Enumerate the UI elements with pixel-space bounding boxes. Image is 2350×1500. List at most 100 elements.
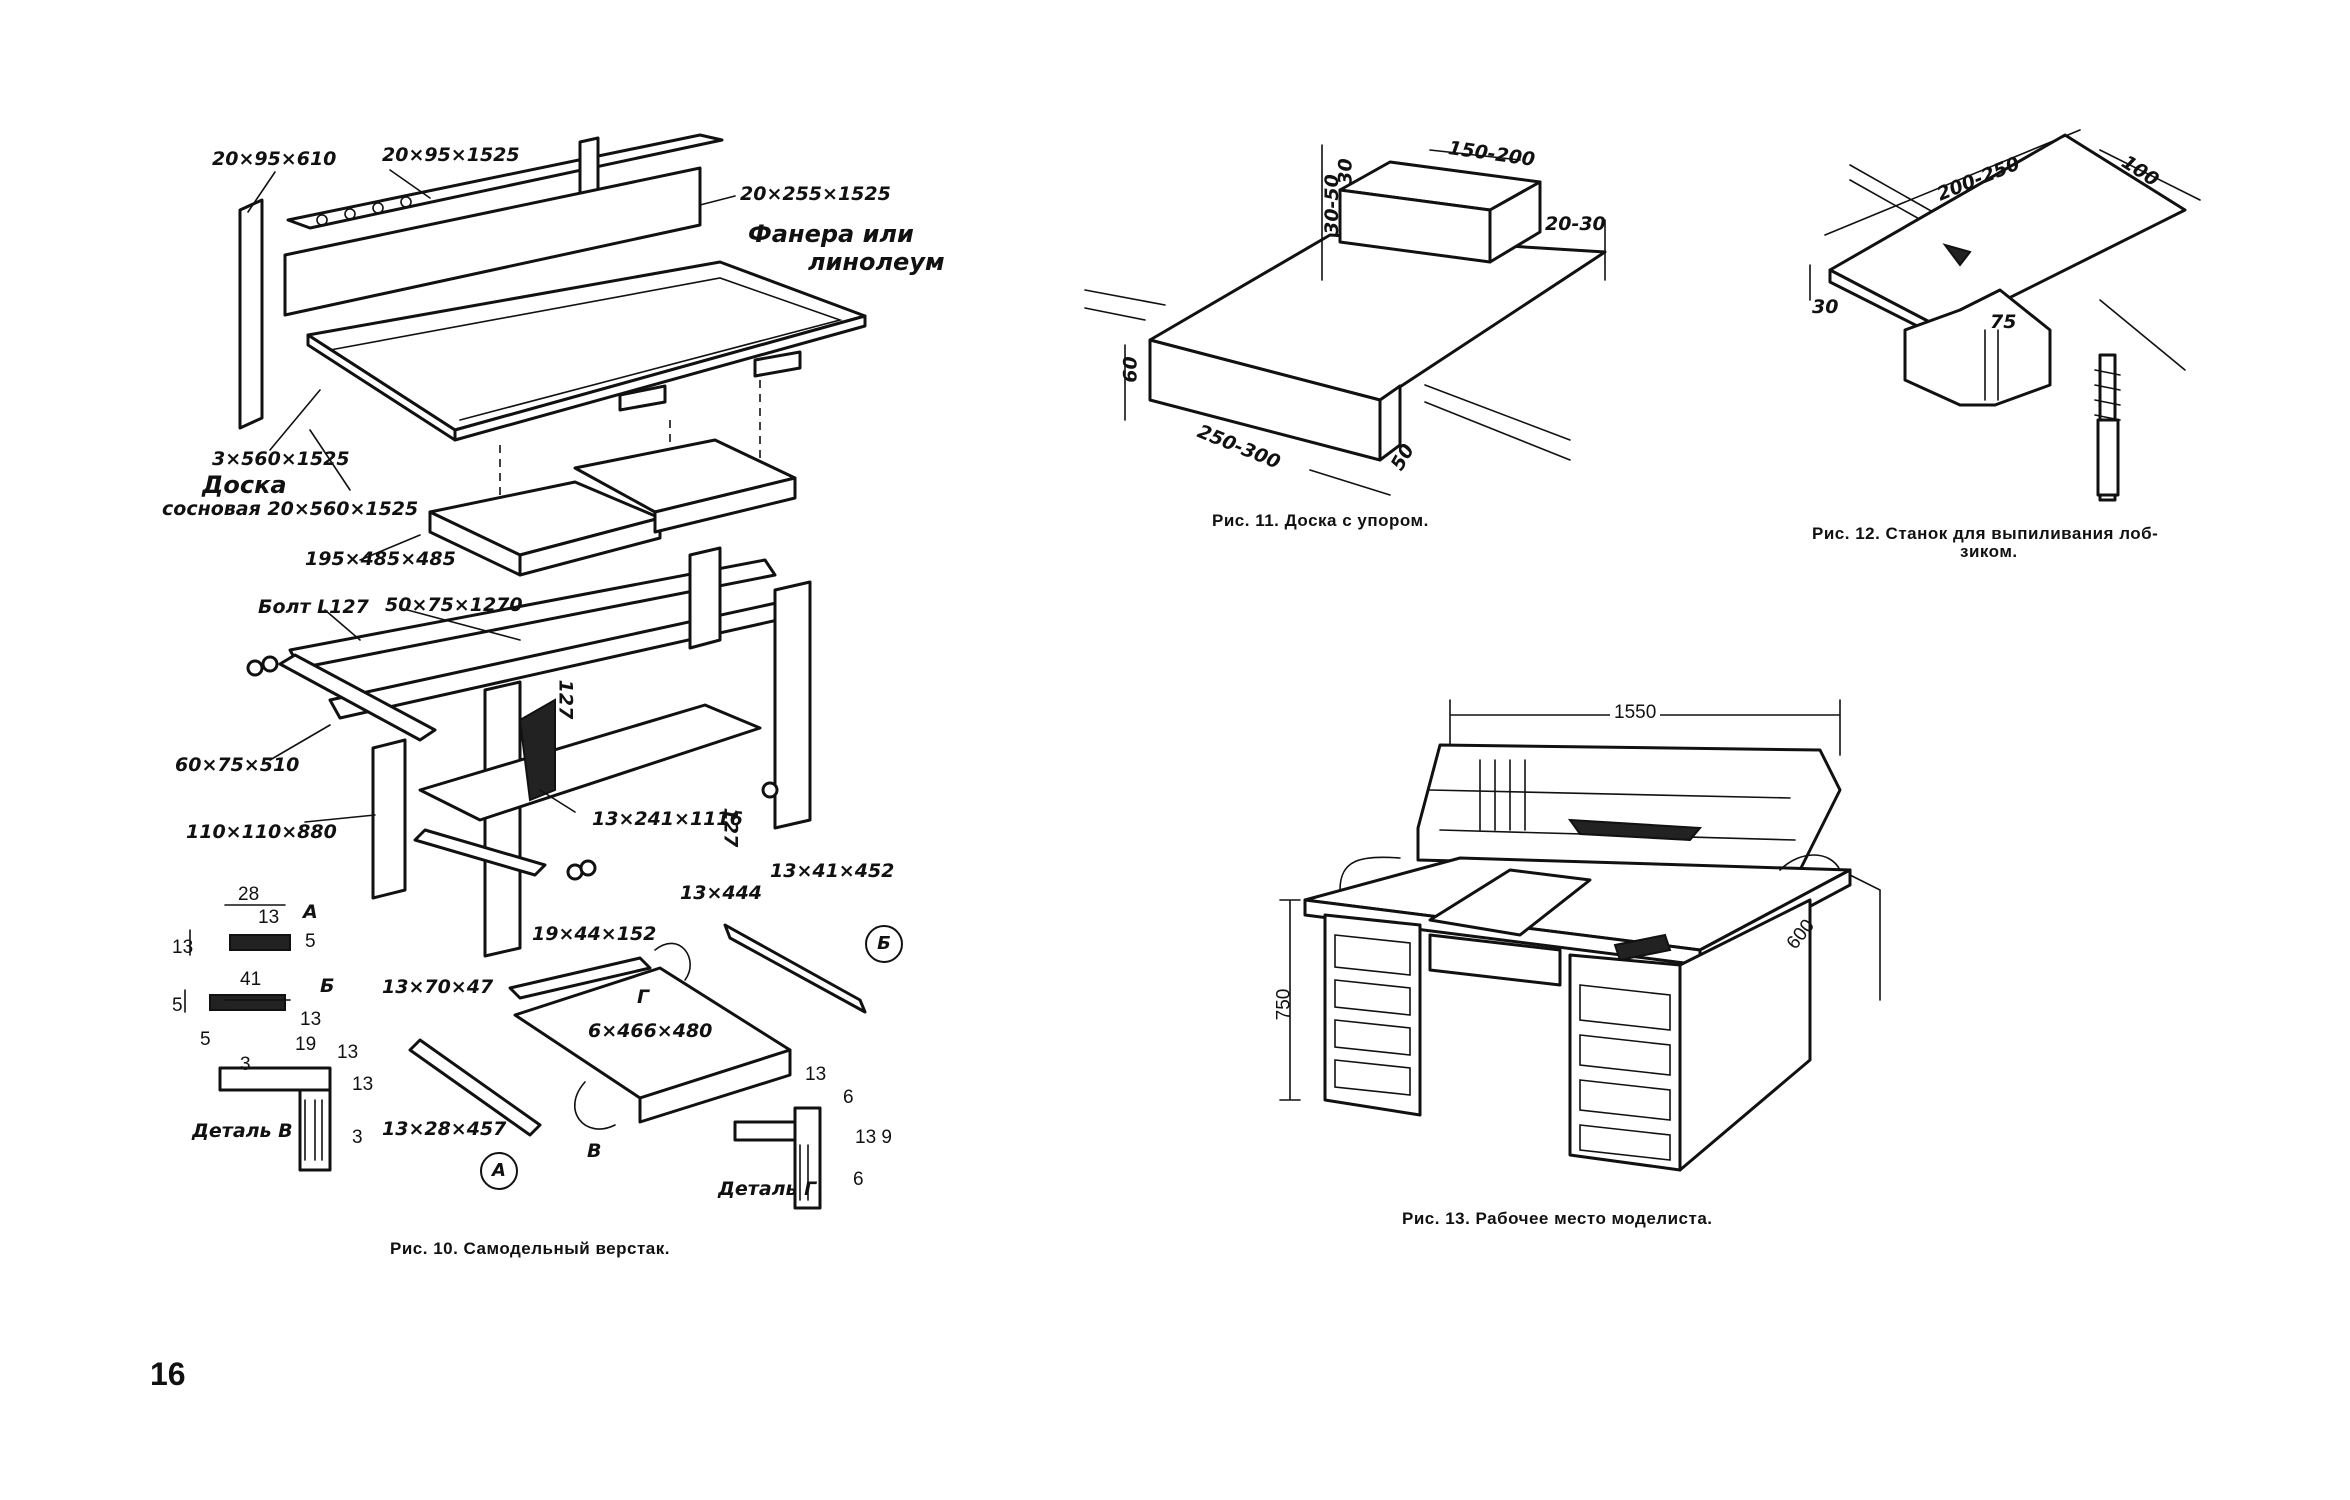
caption-fig12-line1: Рис. 12. Станок для выпиливания лоб- — [1812, 524, 2159, 543]
brace — [518, 698, 556, 802]
page-number: 16 — [150, 1356, 186, 1392]
dim-13a: 13 — [258, 907, 280, 928]
label-bottom: 6×466×480 — [588, 1020, 713, 1042]
runner — [618, 384, 667, 412]
label-cross-beam: 60×75×510 — [175, 754, 300, 776]
f13-1550: 1550 — [1610, 703, 1661, 722]
tool-hole — [316, 214, 328, 226]
label-runner-right: 13×41×452 — [770, 860, 895, 882]
label-bolt: Болт L127 — [258, 596, 369, 618]
label-drawer: 195×485×485 — [305, 548, 456, 570]
side-rail — [408, 1038, 542, 1137]
dim-lines — [1809, 129, 2201, 301]
section-a-profile — [229, 934, 291, 951]
section-a-letter: А — [303, 901, 318, 923]
bolt-nut — [579, 859, 597, 877]
detail-circle-g — [654, 942, 691, 981]
bolt-nut — [261, 655, 279, 673]
label-slat: 19×44×152 — [532, 923, 657, 945]
drawer-bottom-front — [638, 1048, 792, 1124]
caption-fig12-line2: зиком. — [1960, 542, 2018, 561]
stop-side — [1488, 180, 1542, 264]
leg-right — [773, 580, 812, 830]
leg-center — [483, 680, 522, 958]
board-side — [1378, 384, 1402, 462]
backboard — [283, 166, 702, 317]
label-board-1: Доска — [202, 471, 287, 499]
dim-3b: 3 — [352, 1127, 363, 1148]
tool-hole — [344, 208, 356, 220]
label-detail-g: Деталь Г — [718, 1178, 817, 1200]
section-dims — [184, 904, 291, 1013]
label-leg: 110×110×880 — [186, 821, 337, 843]
dim-6b: 6 — [853, 1169, 864, 1190]
section-b-letter: Б — [320, 975, 335, 997]
label-front-piece: 13×70×47 — [382, 976, 494, 998]
section-b-profile — [209, 994, 286, 1011]
right-side — [1678, 898, 1812, 1172]
dim-13f: 13 — [805, 1064, 827, 1085]
label-side-rail: 13×28×457 — [382, 1118, 507, 1140]
label-back-top-left: 20×95×610 — [212, 148, 337, 170]
label-runner-top: 13×444 — [680, 882, 763, 904]
lower-beam — [413, 828, 547, 877]
left-drawers — [1334, 934, 1411, 1096]
dim-13-9: 13 9 — [855, 1127, 892, 1148]
label-detail-v: Деталь В — [192, 1120, 293, 1142]
worktop-edge-front — [453, 314, 867, 442]
dim-lines — [1124, 144, 1606, 496]
screw-handle — [2096, 418, 2120, 497]
detail-circle-v — [573, 1081, 616, 1130]
top-rail — [286, 133, 724, 230]
vise — [1613, 933, 1672, 962]
dim-5c: 5 — [200, 1029, 211, 1050]
detail-v-grain — [304, 1099, 323, 1161]
marker-a: А — [480, 1152, 518, 1190]
dim-41: 41 — [240, 969, 262, 990]
dim-28: 28 — [238, 884, 260, 905]
tool-hole — [372, 202, 384, 214]
dim-lines — [1279, 874, 1881, 1101]
runner-right — [723, 923, 867, 1014]
caption-fig10: Рис. 10. Самодельный верстак. — [390, 1239, 670, 1258]
right-drawers — [1579, 984, 1671, 1161]
label-backboard: 20×255×1525 — [740, 183, 891, 205]
tool-rack — [1479, 759, 1526, 831]
clamp-slots — [1984, 329, 1999, 401]
side-arms — [1339, 854, 1841, 891]
f12-30: 30 — [1812, 296, 1839, 318]
clamp-block — [1903, 288, 2052, 407]
dim-6a: 6 — [843, 1087, 854, 1108]
label-surface-1: Фанера или — [748, 220, 914, 248]
marker-b: Б — [865, 925, 903, 963]
right-pedestal — [1568, 953, 1682, 1172]
leader-lines — [247, 169, 736, 823]
caption-fig11: Рис. 11. Доска с упором. — [1212, 511, 1429, 530]
marker-v: В — [587, 1140, 602, 1162]
detail-g-grain — [799, 1144, 809, 1201]
center-board — [1428, 868, 1592, 937]
marker-g: Г — [637, 986, 650, 1008]
slat — [508, 956, 652, 1000]
drawer-left-front — [518, 516, 662, 577]
label-top-sheet: 3×560×1525 — [212, 448, 350, 470]
f12-75: 75 — [1990, 311, 2017, 333]
f13-750: 750 — [1273, 988, 1295, 1021]
bolt-nut — [246, 659, 264, 677]
screw-thread — [2094, 369, 2121, 421]
leg-left-front — [371, 738, 407, 900]
label-surface-2: линолеум — [808, 248, 945, 276]
label-shelf: 13×241×1116 — [592, 808, 743, 830]
dim-13e: 13 — [352, 1074, 374, 1095]
tool-hole — [400, 196, 412, 208]
dim-19: 19 — [295, 1034, 317, 1055]
label-back-top-right: 20×95×1525 — [382, 144, 520, 166]
dim-13b: 13 — [172, 937, 194, 958]
cross-beam — [278, 653, 437, 742]
plywood-line — [329, 277, 843, 421]
label-rail: 50×75×1270 — [385, 594, 523, 616]
